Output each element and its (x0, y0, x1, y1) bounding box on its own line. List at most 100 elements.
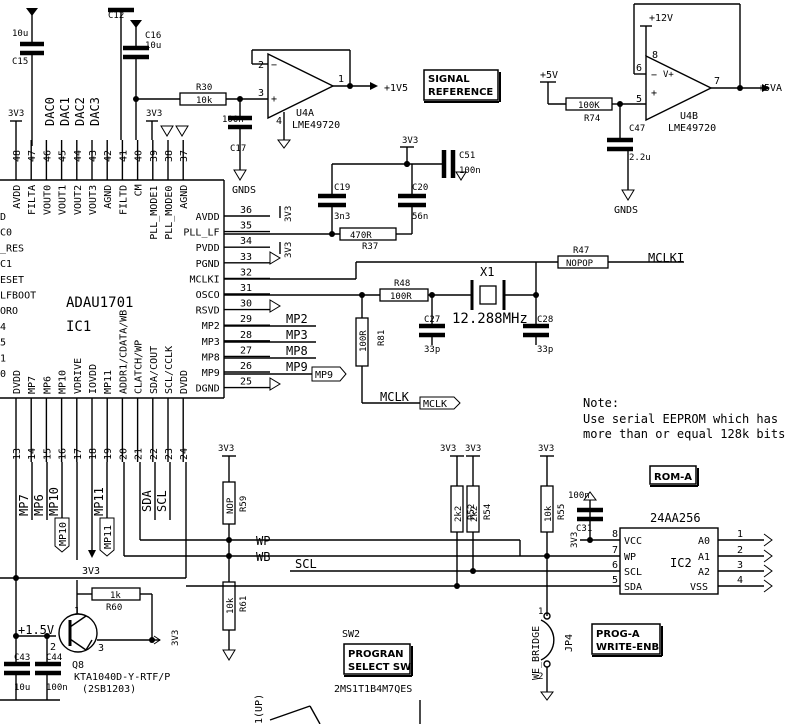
c28-value: 33p (537, 345, 553, 355)
r59-r61-network (222, 455, 236, 661)
prog-a-line2: WRITE-ENB (596, 642, 659, 653)
r61-value: 10k (226, 597, 236, 614)
scl-bottom-label: SCL (155, 490, 169, 512)
signal-reference-box (423, 69, 501, 103)
ic1-bottom-pin-num-17: 17 (73, 448, 84, 460)
ic1-top-pin-name-43: VOUT3 (88, 185, 99, 215)
mp11-wire-label: MP11 (92, 487, 106, 516)
ic1-top-pin-num-39: 39 (149, 150, 160, 162)
r59-ref: R59 (239, 496, 249, 512)
mp3-label: MP3 (286, 328, 308, 342)
ic2-wp: WP (624, 552, 636, 563)
mp2-label: MP2 (286, 312, 308, 326)
r52-3v3: 3V3 (440, 444, 456, 454)
sw2-ref: SW2 (342, 629, 360, 640)
pin34-3v3: 3V3 (284, 242, 294, 258)
ic1-right-pin-name-32: MCLKI (190, 274, 220, 285)
r74-ref: R74 (584, 114, 600, 124)
c17-capacitor (228, 99, 252, 181)
ic2-sda: SDA (624, 582, 642, 593)
r52-value: 2k2 (454, 506, 464, 522)
c19-value: 3n3 (334, 212, 350, 222)
ic1-right-pin-num-28: 28 (240, 330, 252, 341)
ic1-top-pin-name-45: VOUT1 (58, 185, 69, 215)
ic1-top-pin-num-44: 44 (73, 150, 84, 162)
r81-ref: R81 (377, 330, 387, 346)
mclk-wire-label: MCLK (380, 390, 410, 404)
ic1-right-pin-name-33: PGND (196, 259, 220, 270)
ic1-pins: 48AVDD47FILTA46VOUT045VOUT144VOUT243VOUT… (0, 140, 270, 462)
c20-value: 56n (412, 212, 428, 222)
mp9-port-label: MP9 (315, 370, 333, 381)
rom-a-label: ROM-A (654, 472, 692, 483)
c17-value: 100n (222, 115, 244, 125)
ic1-bottom-pin-name-19: MP11 (103, 370, 114, 394)
u4b-pin6: 6 (636, 63, 642, 74)
r54-3v3: 3V3 (465, 444, 481, 454)
c16-ref: C16 (145, 31, 161, 41)
u4a-opamp (251, 49, 378, 149)
c27-value: 33p (424, 345, 440, 355)
ic1-top-pin-num-41: 41 (118, 150, 129, 162)
dac1-label: DAC1 (58, 97, 72, 126)
ic1-bottom-pin-num-18: 18 (88, 448, 99, 460)
ic1-right-pin-name-36: AVDD (196, 212, 220, 223)
ic1-right-pin-num-33: 33 (240, 252, 252, 263)
r30-ref: R30 (196, 83, 212, 93)
c20-ref: C20 (412, 183, 428, 193)
ic1-3v3-arrow (10, 120, 22, 140)
pin38-37-ground (160, 125, 189, 137)
r54-value: 2k2 (470, 506, 480, 522)
out-1v5-label: +1V5 (384, 83, 408, 94)
ic1-top-pin-num-48: 48 (12, 150, 23, 162)
ic1-bottom-pin-num-14: 14 (27, 448, 38, 460)
r60-ref: R60 (106, 603, 122, 613)
ic1-right-pin-num-34: 34 (240, 236, 252, 247)
ic1-top-pin-name-42: AGND (103, 185, 114, 209)
wp-label: WP (256, 534, 270, 548)
ic1-left-pin-2: _RES (0, 243, 24, 254)
u4b-opamp (617, 3, 770, 122)
p5va-label: +5VA (758, 83, 782, 94)
gnds-label-2: GNDS (614, 205, 638, 216)
note-line1: Use serial EEPROM which has (583, 412, 778, 426)
wb-label: WB (256, 550, 270, 564)
c28-ref: C28 (537, 315, 553, 325)
ic2-pin1: 1 (737, 529, 743, 540)
c19-ref: C19 (334, 183, 350, 193)
ic1-left-pin-0: D (0, 212, 6, 223)
ic1-left-pin-9: 1 (0, 353, 6, 364)
r55-value: 10k (544, 505, 554, 522)
r55-ref: R55 (557, 504, 567, 520)
ic1-top-pin-name-38: PLL_MODE0 (164, 186, 175, 240)
ic1-left-pin-4: ESET (0, 275, 24, 286)
u4a-plus: + (271, 94, 277, 105)
c51-ref: C51 (459, 151, 475, 161)
ic1-top-pin-name-44: VOUT2 (73, 185, 84, 215)
scl-bus-label: SCL (295, 557, 317, 571)
q8-pin2: 2 (50, 642, 56, 653)
c47-value: 2.2u (629, 153, 651, 163)
ic1-top-pin-name-46: VOUT0 (42, 185, 53, 215)
u4b-pin8: 8 (652, 50, 658, 61)
u4b-pin5: 5 (636, 94, 642, 105)
u4a-ref: U4A (296, 108, 314, 119)
ic1-left-pin-5: LFBOOT (0, 291, 36, 302)
i2c-bus (186, 455, 620, 616)
ic1-3v3-label: 3V3 (8, 109, 24, 119)
pll-3v3-label: 3V3 (402, 136, 418, 146)
mp7-label: MP7 (17, 494, 31, 516)
ic1-right-pin-num-32: 32 (240, 267, 252, 278)
ic2-scl: SCL (624, 567, 642, 578)
u4b-vplus: V+ (663, 70, 674, 80)
ic1-right-pin-num-26: 26 (240, 361, 252, 372)
u4b-pin7: 7 (714, 76, 720, 87)
c31-capacitor (577, 491, 620, 543)
p5v-label: +5V (540, 70, 558, 81)
ic1-top-pin-name-41: FILTD (118, 185, 129, 215)
sw-part: 2MS1T1B4M7QES (334, 684, 412, 695)
q8-part: KTA1040D-Y-RTF/P (74, 672, 170, 683)
ic2-vss: VSS (690, 582, 708, 593)
ic1-bottom-pin-name-16: MP10 (58, 370, 69, 394)
r81-value: 100R (359, 330, 369, 352)
